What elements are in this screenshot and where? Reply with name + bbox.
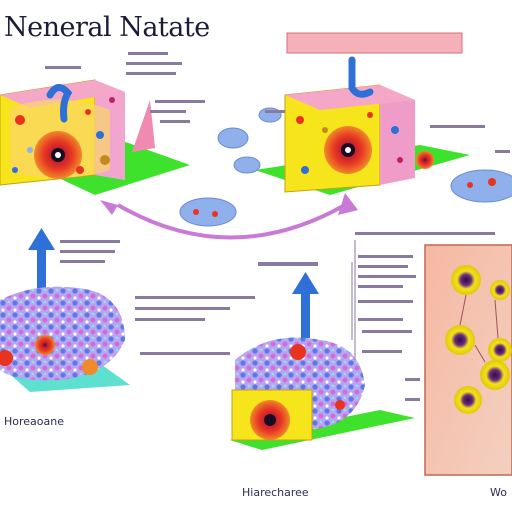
caption-bottom-center: Hiarecharee: [242, 486, 309, 499]
diagram-title: Neneral Natate: [4, 12, 210, 43]
blue-up-arrow-icon-2: [292, 272, 319, 338]
cell-mass-lower-left: [0, 286, 130, 392]
pink-wedge: [132, 100, 155, 152]
peach-panel: [424, 244, 512, 476]
curved-pink-arrow-icon: [100, 193, 358, 240]
cell-mass-lower-center: [230, 337, 415, 450]
caption-bottom-right: Wo: [490, 486, 507, 499]
illegible-label-marks: [45, 52, 510, 401]
vesicles: [179, 107, 512, 227]
caption-bottom-left: Horeaoane: [4, 415, 65, 428]
header-bar: [286, 32, 463, 54]
cell-top-left: [0, 79, 190, 195]
blue-up-arrow-icon: [28, 228, 55, 296]
cell-top-right: [255, 56, 470, 195]
